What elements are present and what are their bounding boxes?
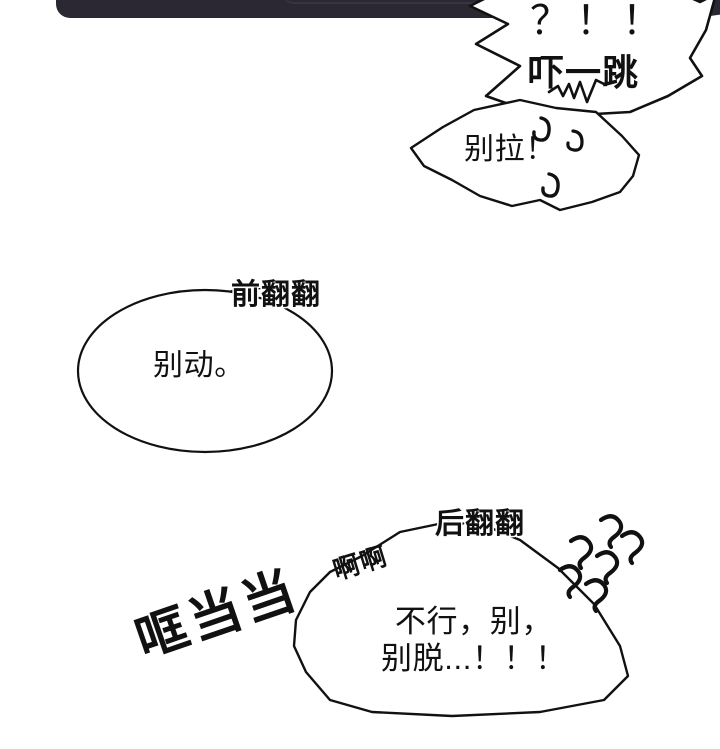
sweat-curl-2 — [566, 129, 584, 152]
text-dont-move: 别动。 — [153, 349, 245, 382]
sfx-front-flip: 前翻翻 — [229, 278, 322, 313]
text-top-scare: 吓一跳 — [528, 52, 640, 93]
text-no-dont: 不行，别， 别脱...！！！ — [381, 604, 567, 676]
sweat-curl-3 — [541, 172, 560, 198]
sfx-back-flip: 后翻翻 — [433, 507, 526, 542]
device-body — [56, 0, 526, 18]
squiggle-marks — [557, 514, 645, 614]
device-highlight-1 — [282, 0, 512, 4]
sfx-ahh: 啊啊 — [329, 540, 392, 586]
dark-device — [56, 0, 526, 18]
sfx-clang: 哐当当 — [128, 560, 307, 671]
text-top-exclaim: ？！！ — [530, 0, 668, 43]
text-dont-pull: 别拉！ — [464, 133, 556, 166]
